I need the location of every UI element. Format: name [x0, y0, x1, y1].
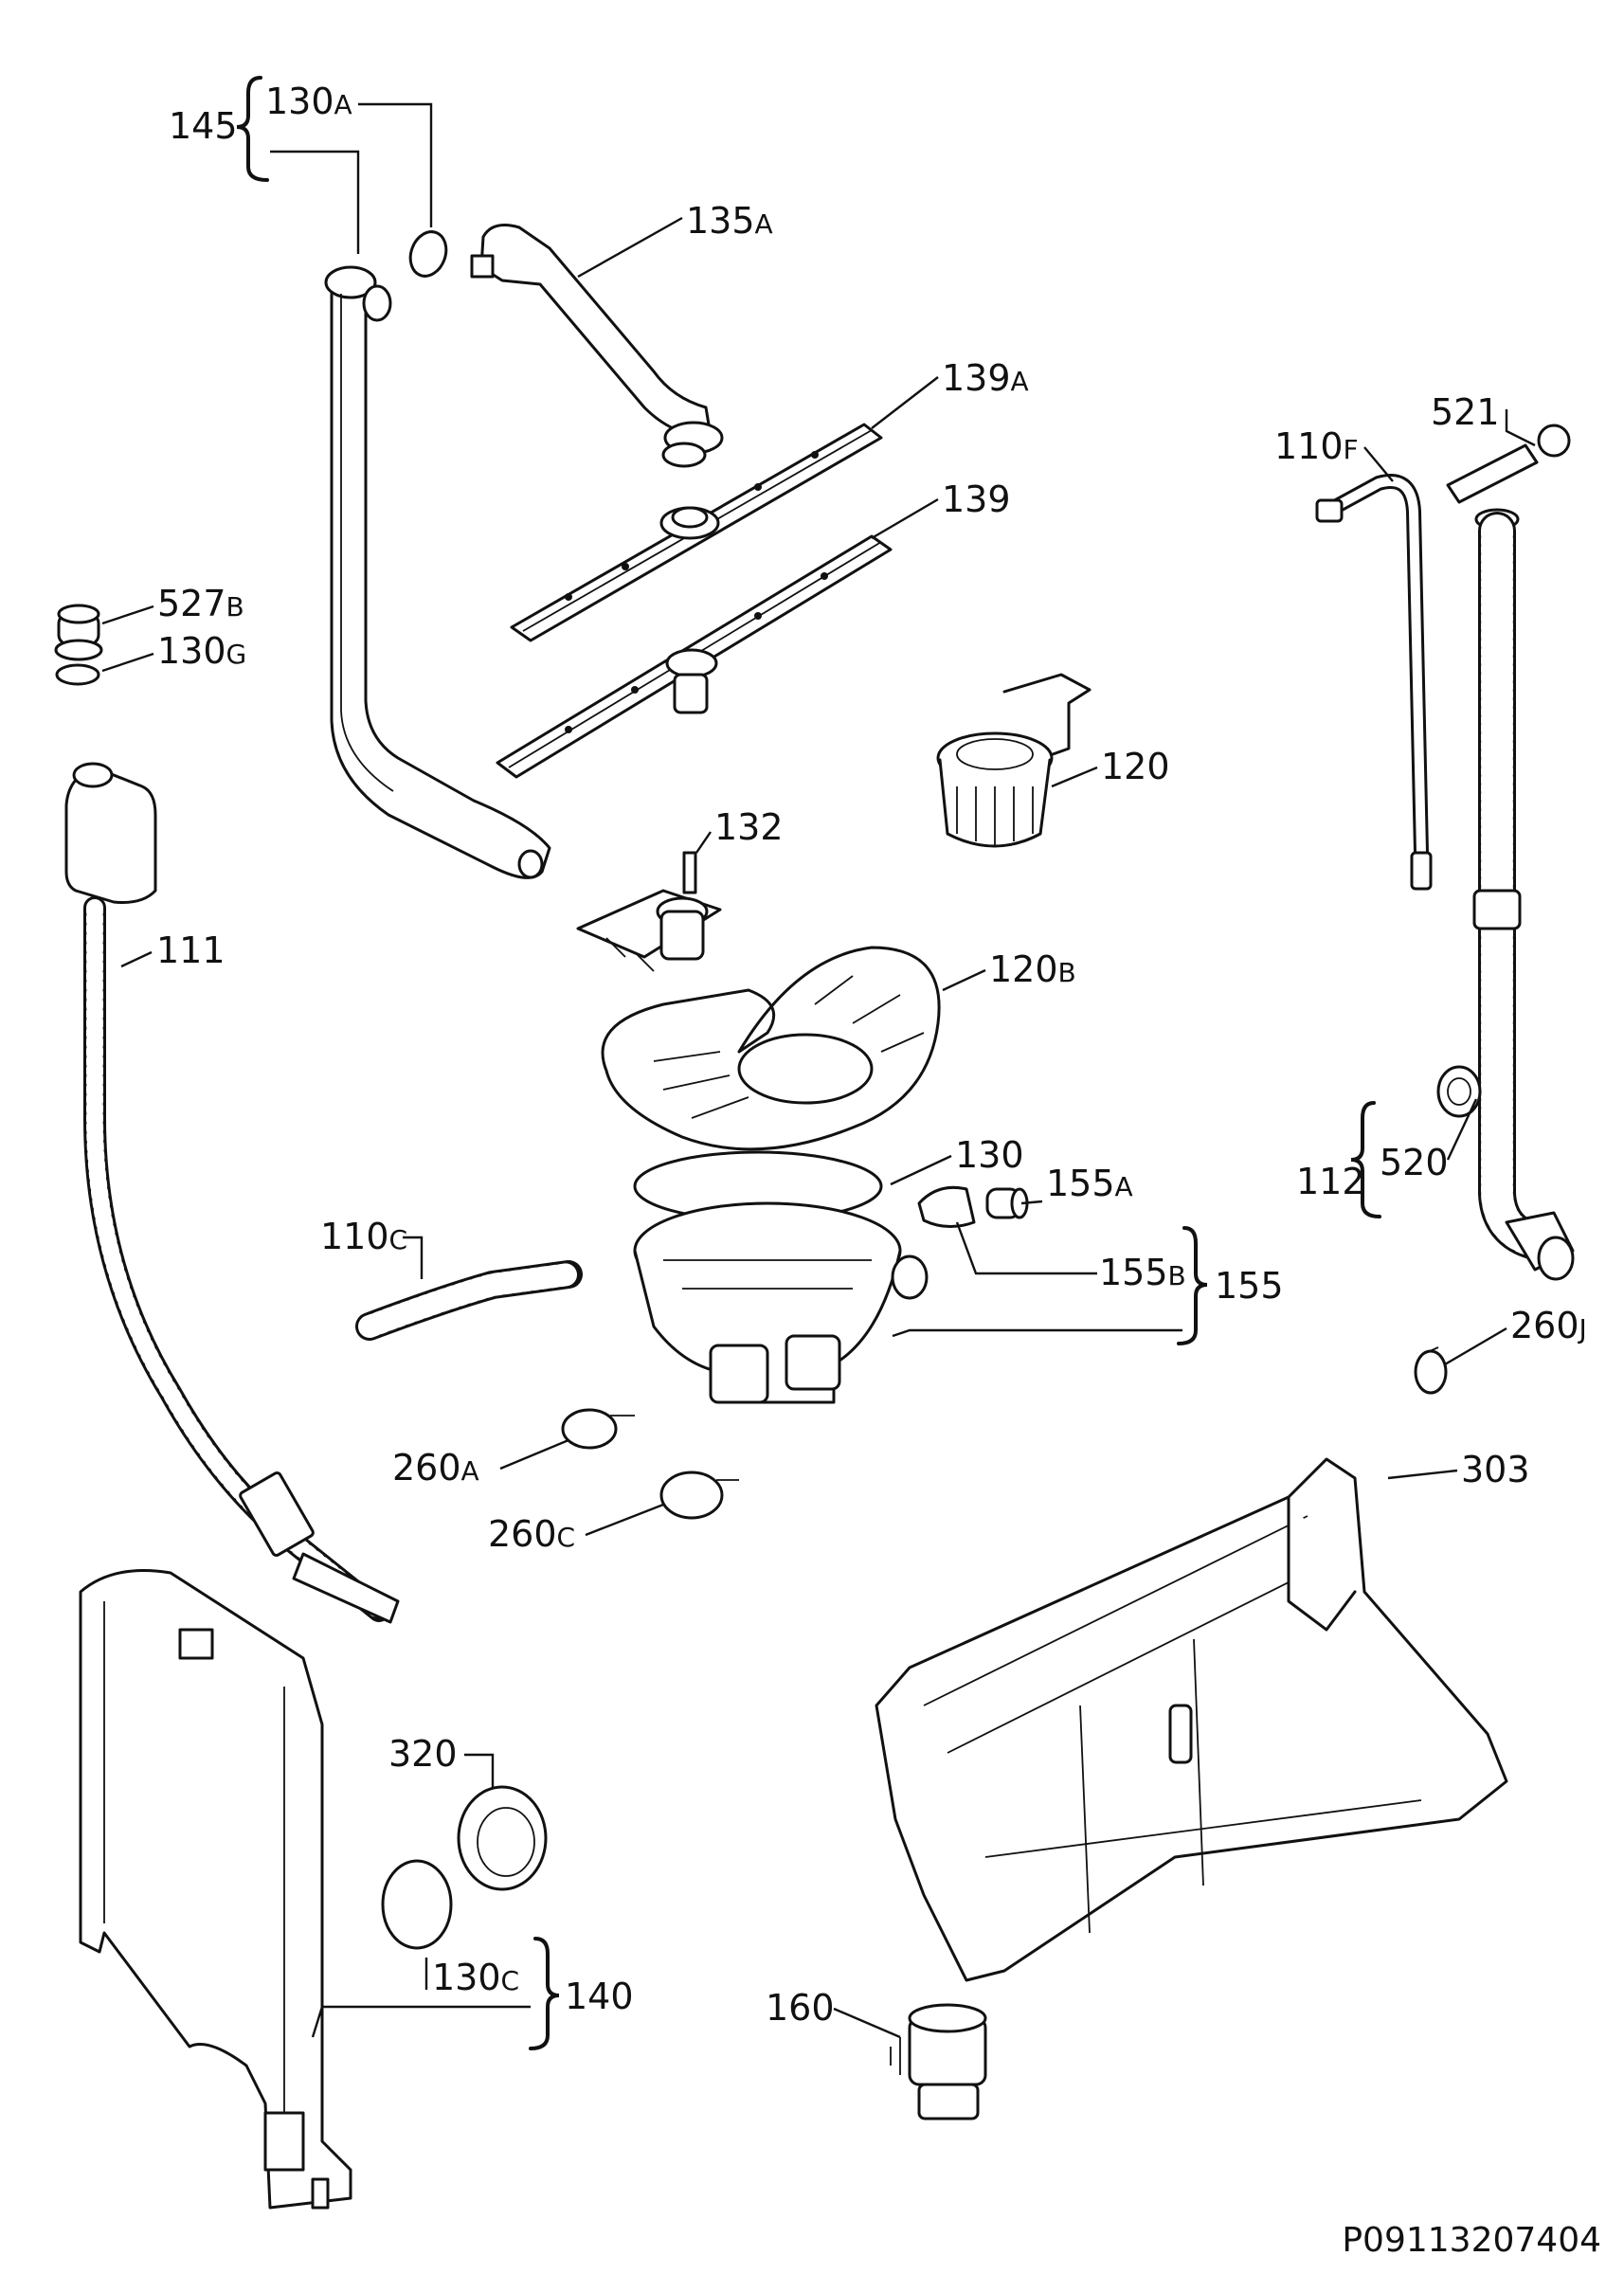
- part-filter-plate: [601, 946, 941, 1151]
- label-527b: 527B: [157, 583, 244, 624]
- label-110f: 110F: [1274, 425, 1359, 467]
- label-139a: 139A: [942, 357, 1029, 399]
- part-seal-320: [457, 1785, 548, 1891]
- label-112: 112: [1296, 1161, 1365, 1202]
- part-clamp-260a: [561, 1408, 635, 1450]
- label-155b: 155B: [1099, 1252, 1186, 1293]
- label-160: 160: [766, 1987, 835, 2029]
- callout-labels: 145 130A 135A 139A 139 110F 521 527B 130…: [156, 81, 1587, 2029]
- part-connector-155b: [917, 1185, 976, 1228]
- part-washer-130g: [55, 663, 100, 686]
- label-260c: 260C: [488, 1513, 575, 1555]
- part-lower-spray-arm: [496, 534, 893, 779]
- label-155: 155: [1215, 1265, 1284, 1307]
- part-cap-527b: [54, 604, 103, 661]
- part-corrugated-hose: [355, 1260, 583, 1341]
- part-upper-spray-arm: [510, 423, 883, 642]
- label-260j: 260J: [1510, 1305, 1587, 1346]
- part-o-ring-130a: [408, 230, 448, 278]
- label-145: 145: [169, 105, 238, 147]
- label-130a: 130A: [265, 81, 352, 122]
- label-135a: 135A: [686, 200, 773, 242]
- label-140: 140: [565, 1976, 634, 2017]
- label-132: 132: [714, 806, 784, 848]
- part-o-ring-130c: [381, 1859, 453, 1950]
- label-110c: 110C: [320, 1216, 407, 1257]
- label-120b: 120B: [989, 948, 1076, 990]
- label-303: 303: [1461, 1449, 1530, 1490]
- part-pump: [890, 2003, 987, 2121]
- label-111: 111: [156, 929, 226, 971]
- part-drain-hose: [64, 762, 400, 1624]
- label-521: 521: [1431, 391, 1500, 433]
- part-inlet-pipe: [324, 265, 551, 879]
- part-filter: [936, 673, 1092, 848]
- label-260a: 260A: [392, 1447, 479, 1489]
- part-clip-521: [1446, 424, 1571, 504]
- label-130c: 130C: [432, 1957, 519, 1998]
- leader-lines: [101, 102, 1536, 2039]
- label-130g: 130G: [157, 630, 246, 672]
- part-connector-155a: [985, 1187, 1029, 1219]
- part-clamp-260j: [1414, 1346, 1448, 1395]
- label-155a: 155A: [1046, 1163, 1133, 1204]
- label-520: 520: [1380, 1142, 1449, 1183]
- part-clamp-260c: [659, 1471, 739, 1520]
- part-spray-arm-pipe: [470, 224, 724, 468]
- part-sump-assembly: [633, 1201, 929, 1404]
- part-right-drain-hose: [1472, 508, 1575, 1281]
- label-320: 320: [388, 1733, 458, 1775]
- part-side-tank: [79, 1569, 352, 2210]
- braces: [236, 76, 1381, 2050]
- label-130: 130: [955, 1134, 1024, 1176]
- label-120: 120: [1101, 746, 1170, 787]
- reference-code: P09113207404: [1342, 2221, 1601, 2260]
- part-thin-hose: [1315, 474, 1433, 891]
- label-139: 139: [942, 478, 1011, 520]
- part-grommet-520: [1436, 1065, 1482, 1118]
- part-base-frame: [875, 1457, 1508, 1982]
- part-fitting-132: [576, 851, 722, 972]
